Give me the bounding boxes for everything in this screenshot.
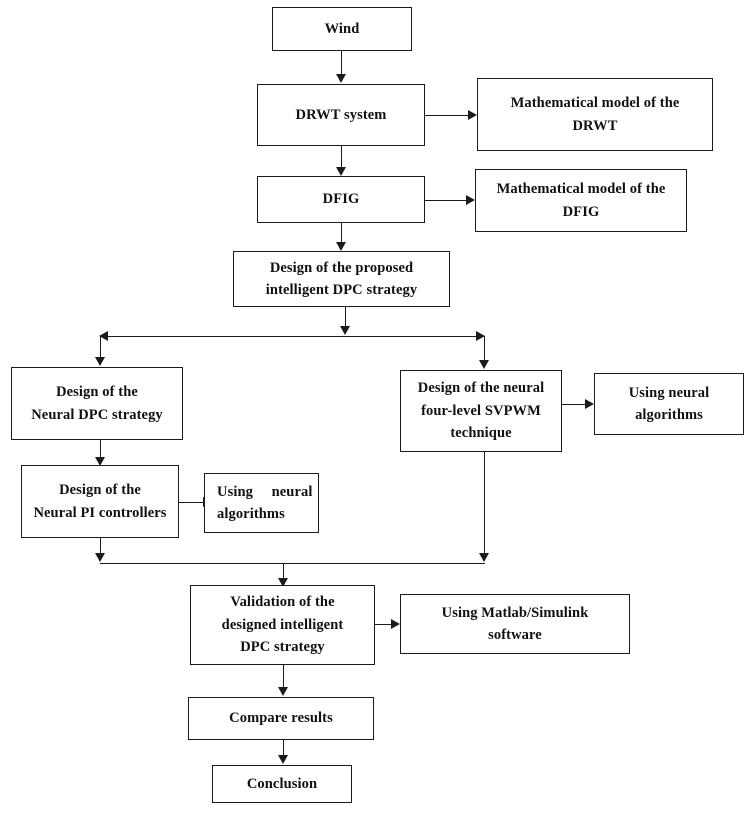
connector-wind-to-drwt bbox=[341, 51, 342, 75]
node-proposed-dpc-strategy[interactable]: Design of the proposed intelligent DPC s… bbox=[233, 251, 450, 307]
node-proposed-dpc-label-2: intelligent DPC strategy bbox=[265, 282, 418, 298]
connector-drwt-to-dfig bbox=[341, 146, 342, 168]
arrowhead-split-bus-to-neural-dpc bbox=[95, 357, 105, 366]
node-wind-label: Wind bbox=[324, 20, 360, 37]
arrowhead-validation-to-compare-results bbox=[278, 687, 288, 696]
node-neural-svpwm-technique[interactable]: Design of the neural four-level SVPWM te… bbox=[400, 370, 562, 452]
node-neural-pi-controllers[interactable]: Design of the Neural PI controllers bbox=[21, 465, 179, 538]
node-using-neural-algorithms-right-label-1: Using neural bbox=[628, 384, 710, 401]
connector-split-bus-to-neural-svpwm bbox=[484, 336, 485, 361]
node-math-model-drwt-label-1: Mathematical model of the bbox=[510, 95, 680, 112]
node-using-neural-algorithms-left[interactable]: Using neural algorithms bbox=[204, 473, 319, 533]
node-proposed-dpc-label-1: Design of the proposed bbox=[269, 259, 414, 276]
connector-neural-pi-to-using-neural-left bbox=[179, 502, 204, 503]
node-drwt-system-label: DRWT system bbox=[295, 106, 387, 123]
node-matlab-simulink-label-2: software bbox=[488, 627, 542, 643]
connector-svpwm-to-using-neural-right bbox=[562, 404, 586, 405]
node-neural-svpwm-label-3: technique bbox=[450, 425, 512, 442]
split-bus-arrowhead-right bbox=[476, 331, 485, 341]
node-validation-label-1: Validation of the bbox=[230, 594, 335, 611]
arrowhead-dfig-to-mathmodel bbox=[466, 195, 475, 205]
node-matlab-simulink-label-1: Using Matlab/Simulink bbox=[441, 604, 589, 621]
arrowhead-split-bus-to-neural-svpwm bbox=[479, 360, 489, 369]
node-validation-label-2: designed intelligent bbox=[221, 616, 344, 633]
connector-split-bus-to-neural-dpc bbox=[100, 336, 101, 358]
split-bus-arrowhead-left bbox=[99, 331, 108, 341]
node-neural-pi-label-1: Design of the bbox=[59, 482, 141, 499]
arrowhead-neural-dpc-to-neural-pi bbox=[95, 457, 105, 466]
node-dfig-label: DFIG bbox=[322, 191, 360, 208]
node-neural-svpwm-label-2: four-level SVPWM bbox=[421, 402, 541, 419]
connector-compare-results-to-conclusion bbox=[283, 740, 284, 756]
connector-neural-dpc-to-neural-pi bbox=[100, 440, 101, 458]
node-conclusion-label: Conclusion bbox=[246, 775, 318, 792]
node-using-neural-algorithms-right-label-2: algorithms bbox=[635, 407, 703, 423]
arrowhead-drwt-to-dfig bbox=[336, 167, 346, 176]
node-neural-dpc-label-2: Neural DPC strategy bbox=[31, 406, 163, 423]
node-using-neural-algorithms-left-label-2: algorithms bbox=[217, 506, 285, 522]
connector-proposed-dpc-to-split-bus bbox=[345, 307, 346, 327]
node-math-model-dfig[interactable]: Mathematical model of the DFIG bbox=[475, 169, 687, 232]
node-using-neural-algorithms-left-label-1: Using neural bbox=[217, 483, 313, 500]
node-matlab-simulink[interactable]: Using Matlab/Simulink software bbox=[400, 594, 630, 654]
arrowhead-drwt-to-mathmodel bbox=[468, 110, 477, 120]
node-using-neural-algorithms-right[interactable]: Using neural algorithms bbox=[594, 373, 744, 435]
node-neural-pi-label-2: Neural PI controllers bbox=[33, 504, 167, 521]
node-math-model-dfig-label-2: DFIG bbox=[562, 203, 600, 220]
connector-dfig-to-proposed-dpc bbox=[341, 223, 342, 243]
node-compare-results-label: Compare results bbox=[229, 710, 333, 727]
arrowhead-merge-bus-to-validation bbox=[278, 578, 288, 587]
arrowhead-svpwm-to-merge-bus bbox=[479, 553, 489, 562]
node-conclusion[interactable]: Conclusion bbox=[212, 765, 352, 803]
connector-drwt-to-mathmodel bbox=[425, 115, 469, 116]
merge-bus-horizontal bbox=[100, 563, 485, 564]
connector-validation-to-compare-results bbox=[283, 665, 284, 688]
arrowhead-proposed-dpc-to-split-bus bbox=[340, 326, 350, 335]
arrowhead-dfig-to-proposed-dpc bbox=[336, 242, 346, 251]
connector-merge-bus-to-validation bbox=[283, 563, 284, 579]
node-math-model-drwt-label-2: DRWT bbox=[572, 117, 618, 134]
connector-dfig-to-mathmodel bbox=[425, 200, 467, 201]
arrowhead-validation-to-matlab bbox=[391, 619, 400, 629]
connector-neural-pi-to-merge-bus bbox=[100, 538, 101, 556]
arrowhead-neural-pi-to-merge-bus bbox=[95, 553, 105, 562]
node-wind[interactable]: Wind bbox=[272, 7, 412, 51]
node-math-model-dfig-label-1: Mathematical model of the bbox=[496, 181, 666, 198]
node-dfig[interactable]: DFIG bbox=[257, 176, 425, 223]
connector-svpwm-to-merge-bus bbox=[484, 452, 485, 556]
node-compare-results[interactable]: Compare results bbox=[188, 697, 374, 740]
node-neural-dpc-strategy[interactable]: Design of the Neural DPC strategy bbox=[11, 367, 183, 440]
arrowhead-compare-results-to-conclusion bbox=[278, 755, 288, 764]
arrowhead-svpwm-to-using-neural-right bbox=[585, 399, 594, 409]
node-neural-dpc-label-1: Design of the bbox=[56, 384, 138, 401]
node-drwt-system[interactable]: DRWT system bbox=[257, 84, 425, 146]
arrowhead-wind-to-drwt bbox=[336, 74, 346, 83]
node-neural-svpwm-label-1: Design of the neural bbox=[417, 380, 545, 397]
node-validation[interactable]: Validation of the designed intelligent D… bbox=[190, 585, 375, 665]
split-bus-horizontal bbox=[100, 336, 484, 337]
connector-validation-to-matlab bbox=[375, 624, 392, 625]
node-validation-label-3: DPC strategy bbox=[240, 639, 325, 656]
node-math-model-drwt[interactable]: Mathematical model of the DRWT bbox=[477, 78, 713, 151]
